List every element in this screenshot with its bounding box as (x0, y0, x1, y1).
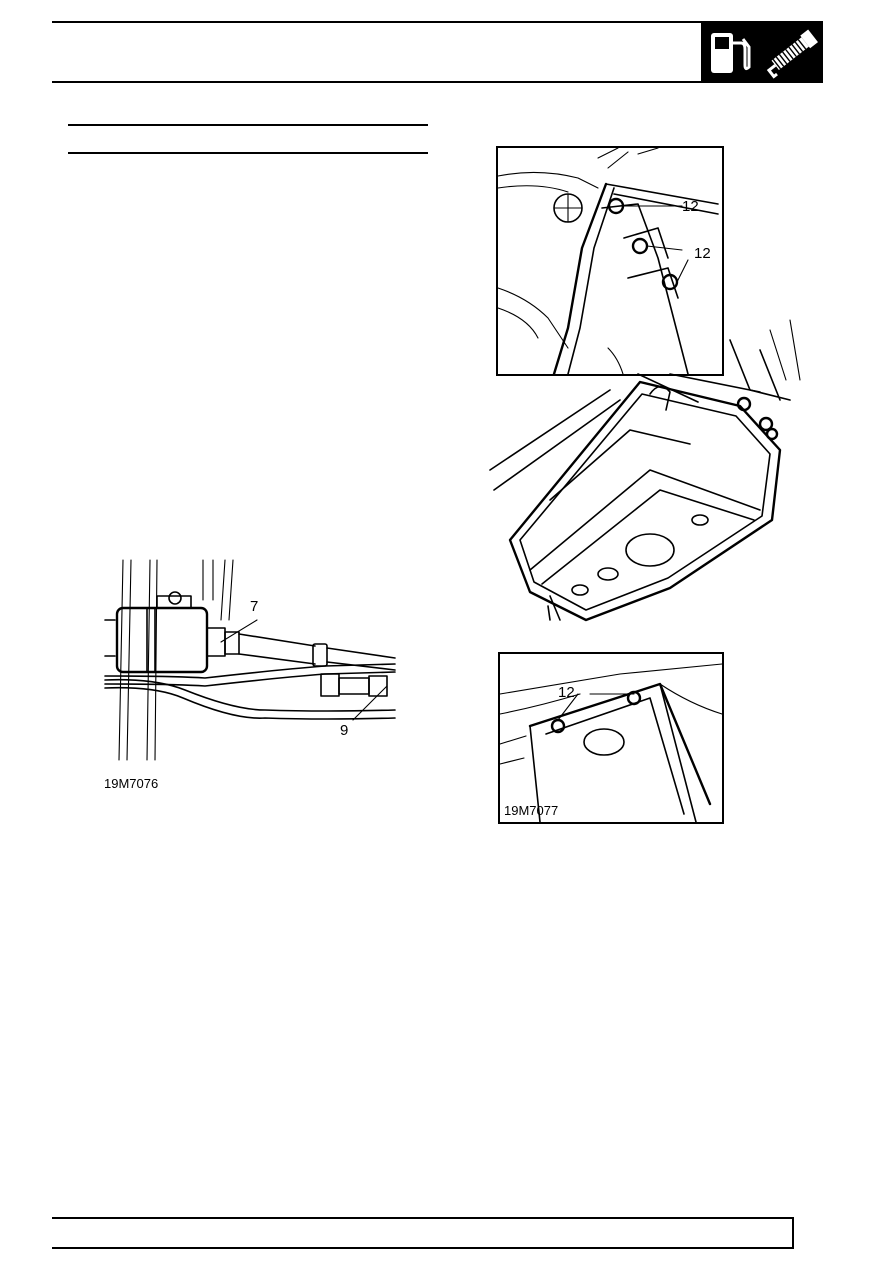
footer-bottom-rule (52, 1247, 794, 1249)
figure-code-left: 19M7076 (104, 776, 159, 791)
header-top-rule (52, 21, 822, 23)
figure-code-right: 19M7077 (504, 803, 559, 818)
left-section-rule-2 (68, 152, 428, 154)
fuel-pump-icon (711, 33, 751, 73)
callout-12-b: 12 (694, 245, 711, 262)
left-section-rule-1 (68, 124, 428, 126)
inset-bottom-illustration (499, 663, 723, 823)
callout-9: 9 (340, 722, 349, 739)
callout-7: 7 (250, 598, 259, 615)
spark-plug-icon (766, 29, 818, 79)
section-icon-box (701, 21, 823, 83)
fuel-filter-illustration (104, 559, 396, 761)
detail-inset-bottom (498, 652, 724, 824)
callout-12-a: 12 (682, 198, 699, 215)
fuel-tank-illustration (489, 319, 801, 622)
inset-top-illustration (497, 147, 719, 376)
callout-12-c: 12 (558, 684, 575, 701)
footer-right-rule (792, 1217, 794, 1249)
header-bottom-rule (52, 81, 702, 83)
footer-top-rule (52, 1217, 794, 1219)
